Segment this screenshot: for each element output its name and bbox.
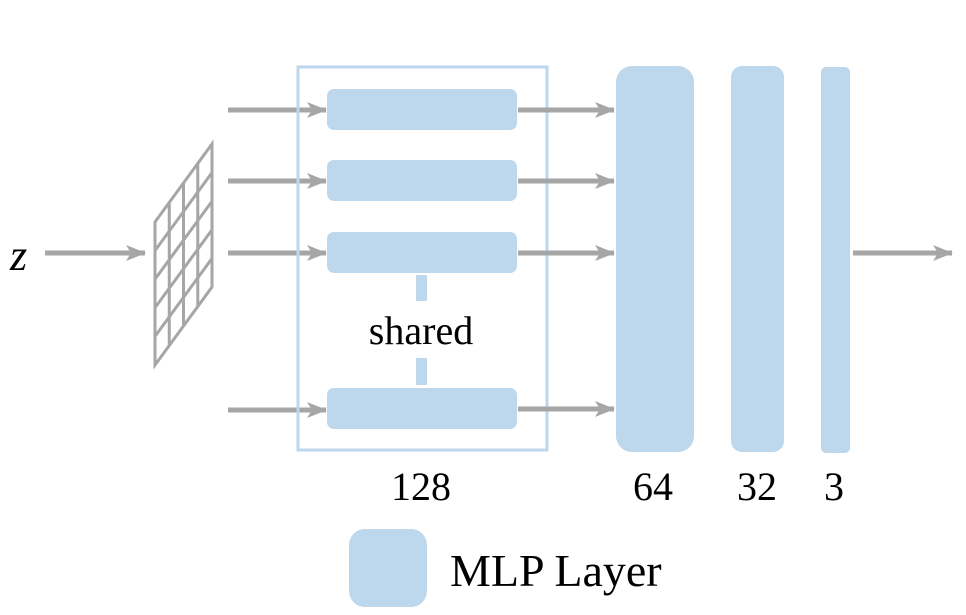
- layer-size-32: 32: [737, 464, 777, 509]
- legend-swatch: [349, 529, 427, 607]
- grid-to-shared-arrows: [228, 102, 327, 418]
- shared-label: shared: [369, 308, 473, 353]
- shared-mlp-layer-1: [327, 89, 517, 130]
- legend: MLP Layer: [349, 529, 662, 607]
- mlp-layer-3: [821, 67, 850, 453]
- mlp-layer-32: [731, 66, 784, 452]
- shared-mlp-layers: [327, 89, 517, 429]
- layer-size-3: 3: [824, 464, 844, 509]
- shared-mlp-layer-3: [327, 232, 517, 273]
- layer-size-64: 64: [633, 464, 673, 509]
- feature-grid-icon: [153, 139, 214, 370]
- shared-connector-bottom: [416, 358, 427, 385]
- shared-mlp-layer-2: [327, 160, 517, 201]
- layer-size-128: 128: [391, 464, 451, 509]
- shared-to-dense-arrows: [518, 102, 615, 417]
- mlp-layer-64: [616, 66, 694, 452]
- shared-connector-top: [416, 275, 427, 301]
- input-label: z: [9, 231, 27, 280]
- legend-label: MLP Layer: [450, 545, 662, 596]
- shared-mlp-layer-4: [327, 388, 517, 429]
- shared-block-outline: [296, 65, 549, 452]
